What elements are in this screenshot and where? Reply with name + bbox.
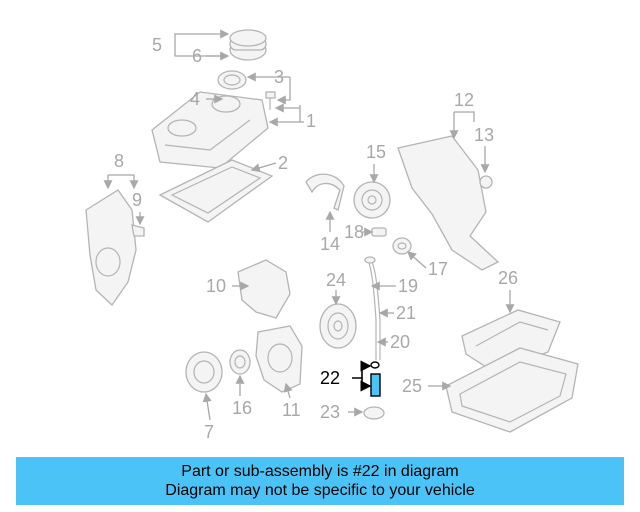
callout-25: 25	[402, 376, 422, 396]
callout-21: 21	[396, 303, 416, 323]
callout-16: 16	[232, 398, 252, 418]
callout-6: 6	[192, 46, 202, 66]
callout-26: 26	[498, 268, 518, 288]
oil-cap-part	[229, 29, 267, 61]
callout-17: 17	[428, 259, 448, 279]
camshaft-sprocket-part	[353, 181, 391, 219]
part-22-highlighted	[370, 361, 381, 397]
callout-24: 24	[326, 270, 346, 290]
sensor-part	[371, 227, 387, 237]
callout-19: 19	[398, 276, 418, 296]
lower-cover-part	[237, 259, 291, 319]
callout-labels: 5 6 3 4 1 2 8 9 12 13 15 14 18 17 10 24 …	[114, 35, 518, 442]
valve-cover-gasket-part	[158, 159, 274, 223]
timing-cover-right-part	[397, 135, 500, 271]
callout-23: 23	[320, 402, 340, 422]
banner-line-disclaimer: Diagram may not be specific to your vehi…	[165, 482, 475, 499]
leader-lines	[103, 29, 515, 421]
callout-14: 14	[320, 234, 340, 254]
bolt-part	[265, 91, 276, 110]
callout-3: 3	[274, 67, 284, 87]
callout-2: 2	[278, 153, 288, 173]
tensioner-pulley-part	[392, 237, 412, 255]
callout-10: 10	[206, 276, 226, 296]
timing-belt-part	[305, 173, 345, 211]
timing-cover-left-part	[85, 189, 145, 306]
callout-5: 5	[152, 35, 162, 55]
callout-20: 20	[390, 332, 410, 352]
parts-diagram: 5 6 3 4 1 2 8 9 12 13 15 14 18 17 10 24 …	[85, 29, 579, 442]
valve-cover-part	[151, 91, 269, 169]
callout-13: 13	[474, 125, 494, 145]
callout-12: 12	[454, 90, 474, 110]
callout-18: 18	[344, 222, 364, 242]
seal-ring-part	[217, 70, 247, 90]
callout-8: 8	[114, 151, 124, 171]
drive-plate-part	[319, 303, 357, 349]
oil-pickup-part	[363, 406, 385, 420]
banner-line-part-number: Part or sub-assembly is #22 in diagram	[181, 463, 459, 480]
callout-7: 7	[204, 422, 214, 442]
callout-9: 9	[132, 190, 142, 210]
callout-1: 1	[306, 111, 316, 131]
oil-pan-part	[445, 347, 579, 433]
callout-4: 4	[190, 89, 200, 109]
callout-22-highlighted: 22	[320, 368, 340, 388]
crank-pulley-part	[185, 351, 223, 393]
info-banner: Part or sub-assembly is #22 in diagram D…	[16, 457, 624, 505]
callout-11: 11	[282, 400, 301, 420]
dipstick-tube-part	[364, 256, 381, 360]
callout-15: 15	[366, 142, 386, 162]
oil-pump-part	[255, 325, 303, 393]
crank-sprocket-part	[229, 349, 251, 375]
